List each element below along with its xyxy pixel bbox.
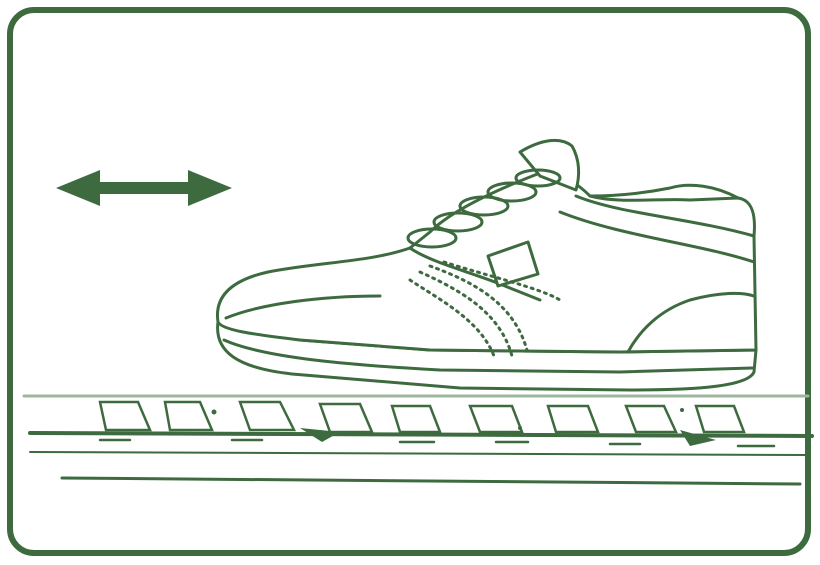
shoe-icon	[217, 140, 756, 390]
double-arrow-icon	[56, 170, 232, 206]
floor-texture	[24, 396, 812, 484]
